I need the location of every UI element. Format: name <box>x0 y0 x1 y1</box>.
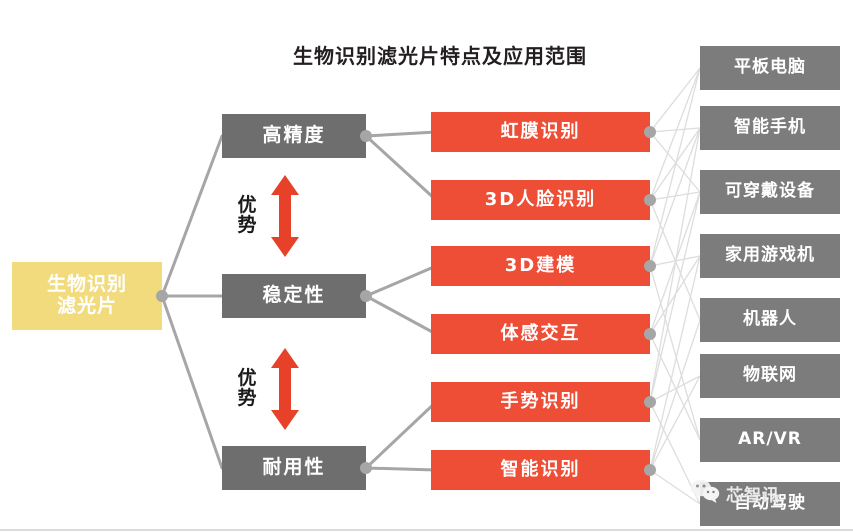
root-node-biometric-filter[interactable]: 生物识别 滤光片 <box>12 262 162 330</box>
edge-iris-smartphone <box>649 127 701 133</box>
feature-label-durability: 耐用性 <box>262 456 326 479</box>
market-node-wearable[interactable]: 可穿戴设备 <box>700 170 840 214</box>
edge-face3d-wearable <box>649 191 701 201</box>
market-label-iot: 物联网 <box>743 365 797 386</box>
advantage-label-2-line1: 优 <box>237 367 257 390</box>
edge-durability-gesture <box>364 400 438 470</box>
edge-gesture-wearable <box>649 191 701 403</box>
edge-high-precision-iris <box>364 130 438 138</box>
market-node-tablet[interactable]: 平板电脑 <box>700 46 840 90</box>
double-arrow-vertical-icon <box>270 348 300 430</box>
feature-node-stability[interactable]: 稳定性 <box>222 274 366 318</box>
application-hub-smart-recognition <box>644 464 656 476</box>
advantage-group-2: 优 势 <box>234 348 300 430</box>
application-hub-3d-face-recognition <box>644 194 656 206</box>
watermark-text: 芯智讯 <box>726 485 780 506</box>
application-node-iris-recognition[interactable]: 虹膜识别 <box>431 112 650 152</box>
feature-hub-high-precision <box>360 130 372 142</box>
root-label-line2: 滤光片 <box>56 295 117 317</box>
bottom-border <box>0 529 853 531</box>
edge-durability-smart <box>364 466 438 472</box>
market-label-robot: 机器人 <box>743 309 797 330</box>
watermark: 芯智讯 <box>690 478 780 508</box>
market-node-iot[interactable]: 物联网 <box>700 354 840 398</box>
market-label-ar-vr: AR/VR <box>738 429 802 450</box>
application-hub-gesture-recognition <box>644 396 656 408</box>
edge-gesture-iot <box>649 375 701 403</box>
edge-iris-tablet <box>649 67 701 133</box>
edge-modeling-console <box>649 255 701 267</box>
market-node-autonomous-driving[interactable]: 自动驾驶 <box>700 482 840 526</box>
edge-stability-motion <box>364 294 438 336</box>
edge-smart-robot <box>649 319 701 471</box>
application-hub-iris-recognition <box>644 126 656 138</box>
market-label-smartphone: 智能手机 <box>734 117 806 138</box>
application-node-3d-modeling[interactable]: 3D建模 <box>431 246 650 286</box>
edge-gesture-smartphone <box>649 127 701 403</box>
root-label-line1: 生物识别 <box>46 273 127 296</box>
page-title: 生物识别滤光片特点及应用范围 <box>293 44 587 68</box>
edge-smart-iot <box>649 375 701 471</box>
feature-label-high-precision: 高精度 <box>262 124 326 147</box>
feature-to-application-edges <box>364 130 438 472</box>
edge-root-high-precision <box>160 134 224 298</box>
application-label-smart-recognition: 智能识别 <box>500 458 581 480</box>
advantage-label-1-line1: 优 <box>237 194 257 217</box>
market-label-wearable: 可穿戴设备 <box>725 181 815 202</box>
market-label-game-console: 家用游戏机 <box>725 245 815 266</box>
double-arrow-vertical-icon <box>270 175 300 257</box>
advantage-label-2-line2: 势 <box>237 387 257 409</box>
application-node-smart-recognition[interactable]: 智能识别 <box>431 450 650 490</box>
application-to-market-edges <box>649 67 701 505</box>
application-label-3d-face-recognition: 3D人脸识别 <box>484 188 597 210</box>
edge-motion-wearable <box>649 191 701 335</box>
market-node-ar-vr[interactable]: AR/VR <box>700 418 840 462</box>
application-label-motion-interaction: 体感交互 <box>500 322 581 344</box>
advantage-label-1: 优 势 <box>234 194 260 236</box>
wechat-logo-icon <box>690 478 720 508</box>
edge-iris-wearable <box>649 131 701 193</box>
advantage-group-1: 优 势 <box>234 175 300 257</box>
edge-high-precision-face3d <box>364 134 438 202</box>
market-label-tablet: 平板电脑 <box>734 57 806 78</box>
edge-modeling-smartphone <box>649 127 701 267</box>
edge-face3d-tablet <box>649 67 701 201</box>
edge-smart-console <box>649 255 701 471</box>
application-label-3d-modeling: 3D建模 <box>504 254 577 276</box>
feature-hub-stability <box>360 290 372 302</box>
edge-face3d-smartphone <box>649 127 701 201</box>
application-label-iris-recognition: 虹膜识别 <box>500 120 581 142</box>
advantage-label-1-line2: 势 <box>237 214 257 236</box>
feature-node-high-precision[interactable]: 高精度 <box>222 114 366 158</box>
market-label-autonomous-driving: 自动驾驶 <box>734 493 806 514</box>
edge-root-durability <box>160 294 224 470</box>
application-node-gesture-recognition[interactable]: 手势识别 <box>431 382 650 422</box>
edge-motion-arvr <box>649 333 701 441</box>
edge-modeling-tablet <box>649 67 701 267</box>
edge-motion-console <box>649 255 701 335</box>
edge-stability-modeling <box>364 264 438 298</box>
market-node-robot[interactable]: 机器人 <box>700 298 840 342</box>
application-hub-motion-interaction <box>644 328 656 340</box>
feature-label-stability: 稳定性 <box>262 284 326 307</box>
root-to-feature-edges <box>160 134 224 470</box>
edge-modeling-arvr <box>649 265 701 441</box>
application-hub-3d-modeling <box>644 260 656 272</box>
root-hub-dot <box>156 290 168 302</box>
feature-node-durability[interactable]: 耐用性 <box>222 446 366 490</box>
application-node-motion-interaction[interactable]: 体感交互 <box>431 314 650 354</box>
feature-hub-durability <box>360 462 372 474</box>
application-node-3d-face-recognition[interactable]: 3D人脸识别 <box>431 180 650 220</box>
market-node-game-console[interactable]: 家用游戏机 <box>700 234 840 278</box>
application-label-gesture-recognition: 手势识别 <box>500 390 581 412</box>
edge-face3d-robot <box>649 199 701 321</box>
advantage-label-2: 优 势 <box>234 367 260 409</box>
market-node-smartphone[interactable]: 智能手机 <box>700 106 840 150</box>
